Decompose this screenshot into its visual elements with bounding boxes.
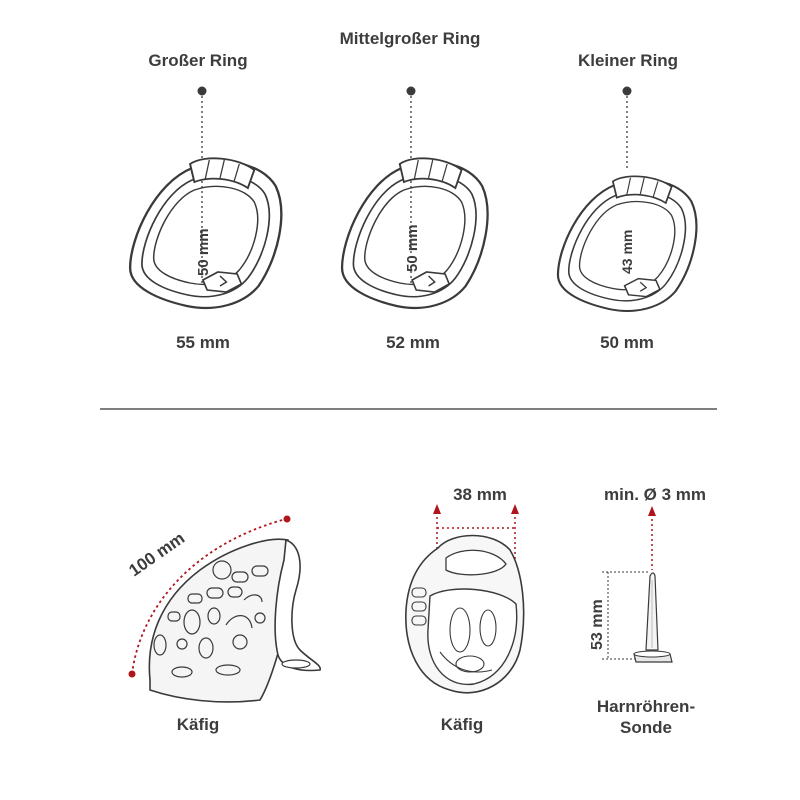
cage-side-length: 100 mm	[125, 528, 188, 580]
ring-large-drawing	[128, 86, 283, 310]
ring-small-drawing	[556, 86, 698, 313]
ring-medium-inner: 50 mm	[404, 224, 421, 272]
cage-side-drawing: 100 mm	[125, 515, 321, 703]
cage-front-drawing	[405, 504, 525, 694]
ring-large-title: Großer Ring	[148, 51, 248, 70]
ring-large-inner: 50 mm	[195, 228, 212, 276]
ring-small-inner: 43 mm	[619, 230, 635, 274]
sound-length: 53 mm	[589, 599, 606, 650]
ring-small-width: 50 mm	[600, 333, 654, 352]
cage-front-width: 38 mm	[453, 485, 507, 504]
ring-medium-width: 52 mm	[386, 333, 440, 352]
cage-side-label: Käfig	[176, 715, 220, 734]
ring-large-width: 55 mm	[176, 333, 230, 352]
ring-medium-drawing	[340, 86, 489, 310]
sound-label: Harnröhren-Sonde	[596, 697, 696, 737]
cage-front-label: Käfig	[440, 715, 484, 734]
ring-small-title: Kleiner Ring	[577, 51, 679, 70]
sound-drawing: 53 mm	[589, 506, 673, 663]
sound-diameter: min. Ø 3 mm	[603, 485, 707, 504]
ring-medium-title: Mittelgroßer Ring	[339, 29, 481, 48]
